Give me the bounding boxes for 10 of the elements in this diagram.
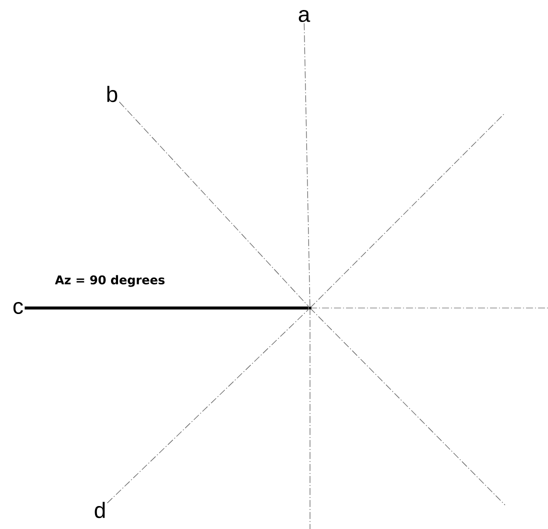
axis-line bbox=[119, 102, 310, 308]
angle-label: Az = 90 degrees bbox=[54, 275, 165, 287]
axis-label: c bbox=[13, 302, 23, 314]
axis-label: b bbox=[107, 86, 118, 102]
azimuth-line bbox=[24, 306, 308, 310]
axis-line bbox=[304, 22, 310, 307]
axis-label: d bbox=[94, 502, 105, 518]
center-point bbox=[308, 306, 312, 310]
axis-label: a bbox=[298, 10, 310, 22]
axis-line bbox=[107, 308, 310, 504]
